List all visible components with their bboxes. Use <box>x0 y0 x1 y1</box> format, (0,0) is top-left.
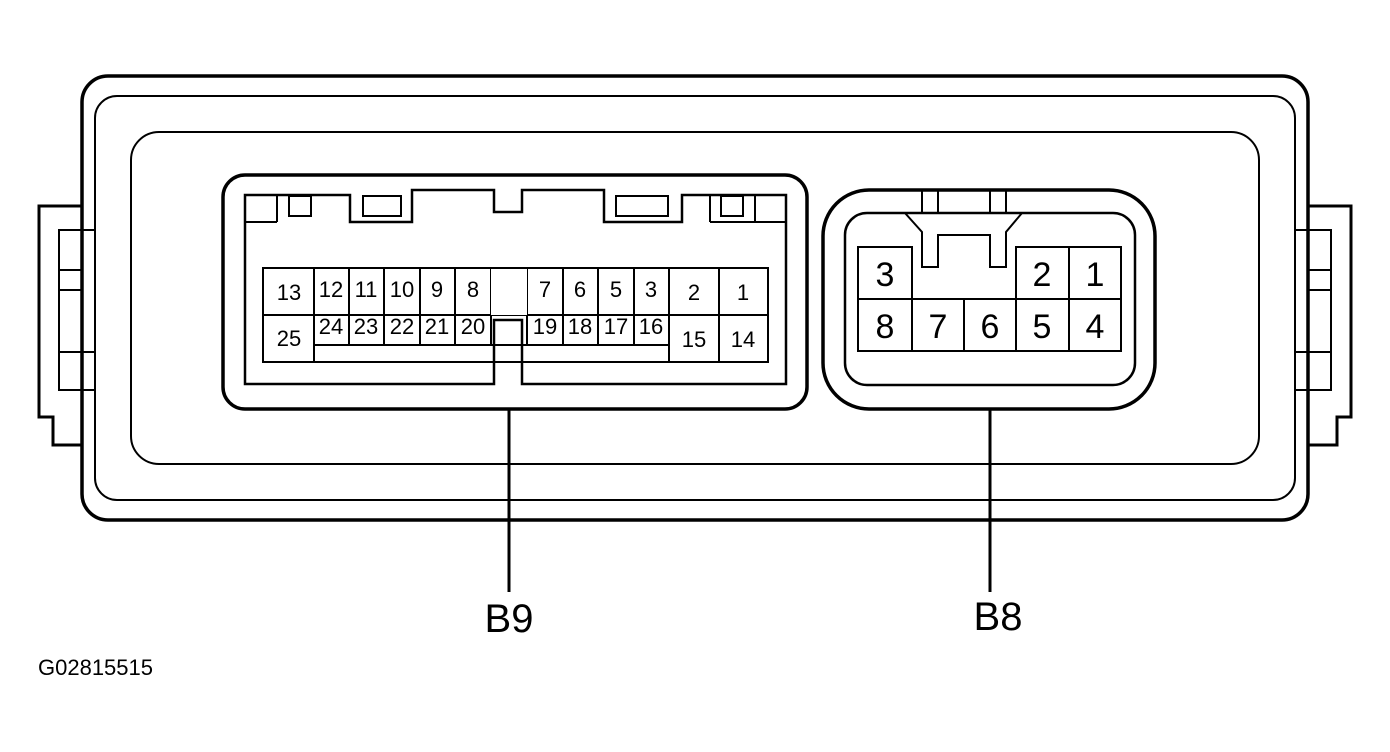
b9-pin-3: 3 <box>645 277 657 302</box>
b9-pin-grid <box>262 267 769 363</box>
b8-pin-8: 8 <box>876 308 895 346</box>
b8-pin-5: 5 <box>1033 308 1052 346</box>
b9-pin-20: 20 <box>461 314 485 339</box>
b9-pin-18: 18 <box>568 314 592 339</box>
b9-pin-2: 2 <box>688 280 700 305</box>
b9-connector-body <box>221 173 809 411</box>
b9-pin-1: 1 <box>737 280 749 305</box>
b8-connector-label: B8 <box>974 595 1023 639</box>
b9-pin-22: 22 <box>390 314 414 339</box>
b9-pin-9: 9 <box>431 277 443 302</box>
b8-pin-labels: 3 2 1 8 7 6 5 4 <box>876 256 1105 346</box>
b8-pin-4: 4 <box>1086 308 1105 346</box>
b9-connector-label: B9 <box>485 597 534 641</box>
figure-id: G02815515 <box>38 655 153 680</box>
b9-pin-5: 5 <box>610 277 622 302</box>
b8-pin-1: 1 <box>1086 256 1105 294</box>
b9-pin-labels: 13 12 11 10 9 8 7 6 5 3 2 1 25 24 23 22 … <box>277 277 755 352</box>
b9-pin-21: 21 <box>425 314 449 339</box>
b9-pin-23: 23 <box>354 314 378 339</box>
b8-pin-2: 2 <box>1033 256 1052 294</box>
left-mounting-tab <box>37 204 96 447</box>
b9-pin-13: 13 <box>277 280 301 305</box>
b9-pin-24: 24 <box>319 314 343 339</box>
b8-pin-6: 6 <box>981 308 1000 346</box>
b8-connector-body <box>821 188 1157 411</box>
b9-pin-11: 11 <box>355 277 378 302</box>
b9-pin-14: 14 <box>731 327 755 352</box>
b9-pin-6: 6 <box>574 277 586 302</box>
b9-pin-10: 10 <box>390 277 414 302</box>
b8-pin-grid <box>857 246 1122 352</box>
b9-pin-16: 16 <box>639 314 663 339</box>
b9-pin-8: 8 <box>467 277 479 302</box>
b9-pin-17: 17 <box>604 314 628 339</box>
b9-pin-12: 12 <box>319 277 343 302</box>
b9-pin-19: 19 <box>533 314 557 339</box>
b8-pin-7: 7 <box>929 308 948 346</box>
right-mounting-tab <box>1294 204 1353 447</box>
b8-pin-3: 3 <box>876 256 895 294</box>
b9-pin-7: 7 <box>539 277 551 302</box>
b9-pin-25: 25 <box>277 326 301 351</box>
b9-pin-15: 15 <box>682 327 706 352</box>
